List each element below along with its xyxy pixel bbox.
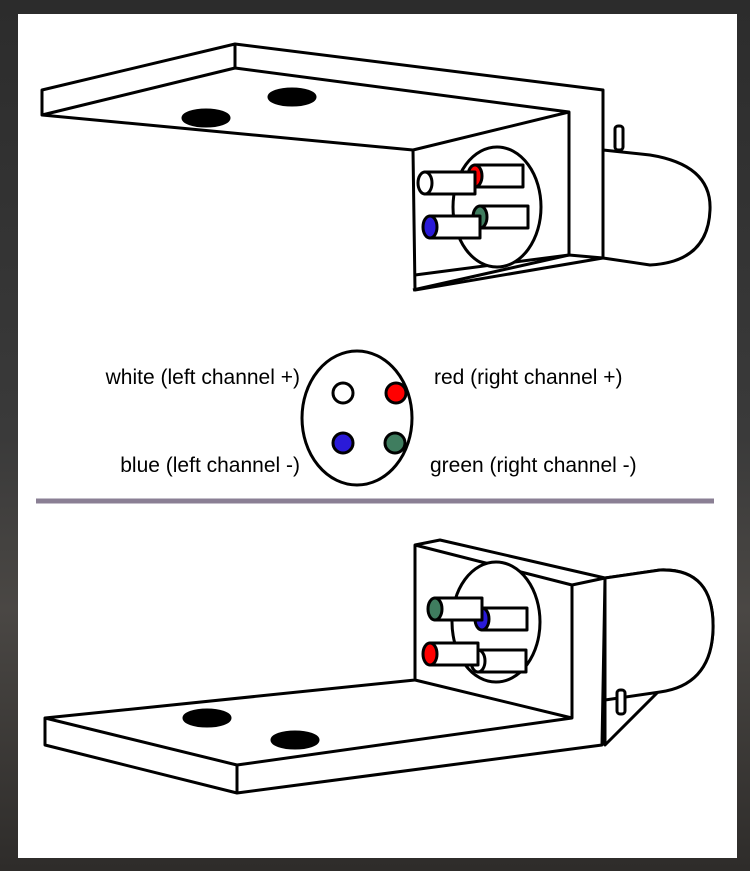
bottom-bracket	[43, 538, 715, 795]
pin-tab	[615, 688, 627, 716]
label-green: green (right channel -)	[430, 454, 637, 477]
pin-tab	[613, 124, 625, 152]
mount-hole	[270, 730, 320, 750]
dot-blue	[331, 431, 355, 455]
dot-white	[331, 381, 355, 405]
label-white: white (left channel +)	[105, 366, 300, 389]
xlr-body	[601, 148, 712, 267]
pin-green	[426, 596, 484, 622]
mount-hole	[267, 87, 317, 107]
label-blue: blue (left channel -)	[120, 454, 300, 477]
pinout-legend	[300, 349, 414, 487]
dot-green	[383, 431, 407, 455]
pin-blue	[421, 214, 482, 240]
label-red: red (right channel +)	[434, 366, 623, 389]
mount-hole	[182, 708, 232, 728]
pin-red	[421, 641, 480, 667]
mount-hole	[181, 108, 231, 128]
top-bracket	[40, 42, 712, 292]
dot-red	[384, 381, 408, 405]
pin-white	[416, 170, 477, 196]
